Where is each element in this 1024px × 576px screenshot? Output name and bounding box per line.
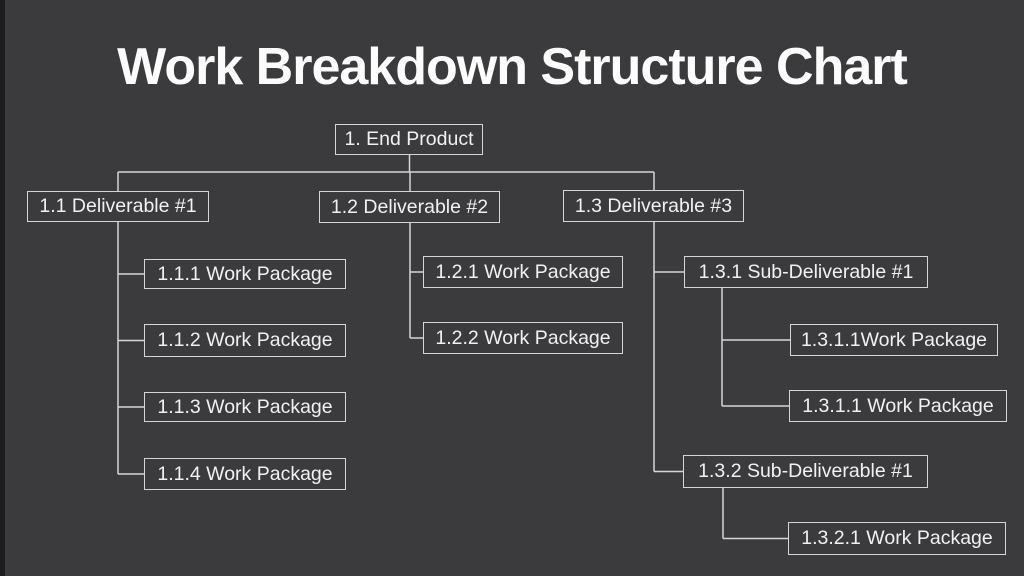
- node-1-2-deliverable-2: 1.2 Deliverable #2: [319, 191, 500, 223]
- node-1-2-2-work-package: 1.2.2 Work Package: [423, 322, 623, 354]
- connector-branch-1-2: [409, 223, 423, 339]
- connector-branch-1-1: [117, 222, 144, 475]
- connector-branch-1-3: [653, 222, 684, 473]
- node-1-3-2-sub-deliverable-1: 1.3.2 Sub-Deliverable #1: [683, 455, 928, 488]
- node-1-2-1-work-package: 1.2.1 Work Package: [423, 256, 623, 288]
- node-1-1-2-work-package: 1.1.2 Work Package: [144, 324, 346, 357]
- node-1-3-2-1-work-package: 1.3.2.1 Work Package: [788, 522, 1006, 555]
- page-title: Work Breakdown Structure Chart: [117, 37, 908, 96]
- connector-branch-1-3-1: [721, 288, 790, 407]
- node-1-3-1-1-work-package-a: 1.3.1.1Work Package: [790, 324, 998, 356]
- node-1-end-product: 1. End Product: [335, 124, 483, 155]
- connector-branch-1-3-2: [722, 488, 788, 540]
- node-1-1-3-work-package: 1.1.3 Work Package: [144, 392, 346, 422]
- screen-edge-shadow: [0, 0, 5, 576]
- node-1-1-1-work-package: 1.1.1 Work Package: [144, 259, 346, 289]
- node-1-1-deliverable-1: 1.1 Deliverable #1: [27, 191, 209, 222]
- node-1-3-deliverable-3: 1.3 Deliverable #3: [563, 190, 744, 222]
- node-1-3-1-sub-deliverable-1: 1.3.1 Sub-Deliverable #1: [684, 256, 928, 288]
- node-1-1-4-work-package: 1.1.4 Work Package: [144, 458, 346, 490]
- node-1-3-1-1-work-package-b: 1.3.1.1 Work Package: [789, 390, 1007, 422]
- connector-root: [117, 155, 655, 191]
